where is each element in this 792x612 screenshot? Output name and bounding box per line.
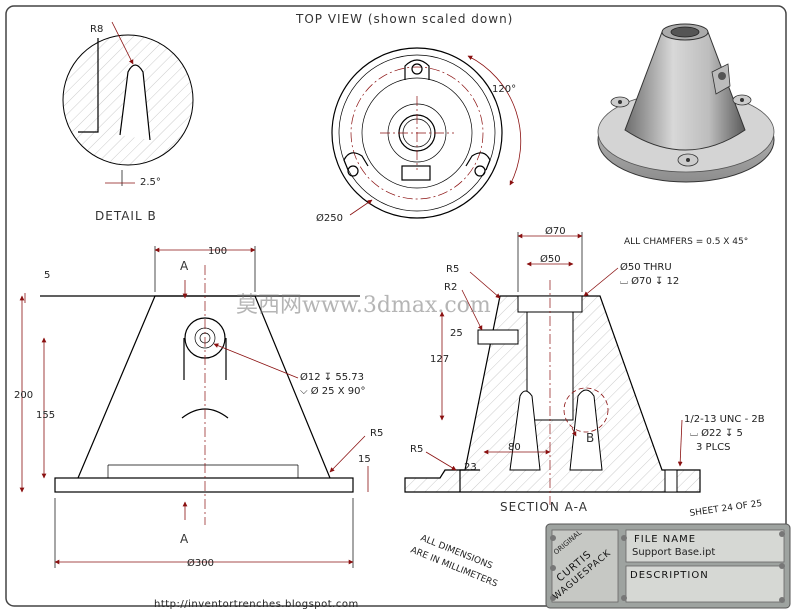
section-mark-top: A bbox=[180, 259, 189, 273]
chamfer-note: ALL CHAMFERS = 0.5 X 45° bbox=[624, 237, 748, 247]
section-title: SECTION A-A bbox=[500, 500, 588, 514]
detail-b-title: DETAIL B bbox=[95, 209, 157, 223]
file-name-label: FILE NAME bbox=[634, 534, 696, 545]
sec-dim-r2: R2 bbox=[444, 282, 457, 293]
top-view-title: TOP VIEW (shown scaled down) bbox=[295, 12, 513, 26]
dim-dia300: Ø300 bbox=[187, 557, 214, 569]
thru-callout-1: Ø50 THRU bbox=[620, 261, 672, 273]
dim-100: 100 bbox=[208, 246, 227, 257]
tap-callout-2: ⌴ Ø22 ↧ 5 bbox=[690, 427, 743, 439]
file-name-value: Support Base.ipt bbox=[632, 547, 715, 558]
top-view-dia-label: Ø250 bbox=[316, 212, 343, 224]
detail-r8-label: R8 bbox=[90, 24, 103, 35]
hole-callout-2: ⌵ Ø 25 X 90° bbox=[300, 385, 365, 397]
dim-5: 5 bbox=[44, 270, 50, 281]
detail-b-marker: B bbox=[586, 431, 595, 445]
tap-callout-1: 1/2-13 UNC - 2B bbox=[684, 414, 765, 425]
blog-url[interactable]: http://inventortrenches.blogspot.com bbox=[154, 599, 359, 610]
dim-15: 15 bbox=[358, 454, 371, 465]
sec-dim-25: 25 bbox=[450, 328, 463, 339]
sheet-border bbox=[5, 5, 787, 607]
iso-3d-view bbox=[597, 23, 775, 183]
top-view: TOP VIEW (shown scaled down) 120° Ø250 bbox=[295, 12, 522, 224]
title-block: ORIGINAL CURTIS WAGUESPACK FILE NAME Sup… bbox=[545, 523, 791, 609]
hole-callout-1: Ø12 ↧ 55.73 bbox=[300, 371, 364, 383]
thru-callout-2: ⌴ Ø70 ↧ 12 bbox=[620, 275, 679, 287]
sec-dim-d70: Ø70 bbox=[545, 225, 566, 237]
section-mark-bottom: A bbox=[180, 532, 189, 546]
dim-155: 155 bbox=[36, 410, 55, 421]
sec-dim-r5b: R5 bbox=[410, 444, 423, 455]
detail-b-view: R8 2.5° DETAIL B bbox=[62, 21, 194, 223]
dim-r5-front: R5 bbox=[370, 428, 383, 439]
watermark-text: 莫西网www.3dmax.com bbox=[236, 293, 491, 318]
sec-dim-23: 23 bbox=[464, 462, 477, 473]
sec-dim-r5a: R5 bbox=[446, 264, 459, 275]
sec-dim-80: 80 bbox=[508, 442, 521, 453]
sec-dim-d50: Ø50 bbox=[540, 253, 561, 265]
sec-dim-127: 127 bbox=[430, 354, 449, 365]
dim-200: 200 bbox=[14, 390, 33, 401]
detail-angle-label: 2.5° bbox=[140, 177, 161, 188]
top-view-angle-label: 120° bbox=[492, 84, 516, 95]
front-view: A A 100 5 200 155 15 R5 Ø300 Ø12 ↧ 55.73… bbox=[14, 246, 383, 569]
description-label: DESCRIPTION bbox=[630, 570, 709, 581]
section-view: B Ø70 Ø50 R5 R2 25 127 80 23 R5 ALL CHAM… bbox=[404, 225, 765, 514]
tap-callout-3: 3 PLCS bbox=[696, 442, 730, 453]
sheet-number: SHEET 24 OF 25 bbox=[689, 499, 763, 519]
